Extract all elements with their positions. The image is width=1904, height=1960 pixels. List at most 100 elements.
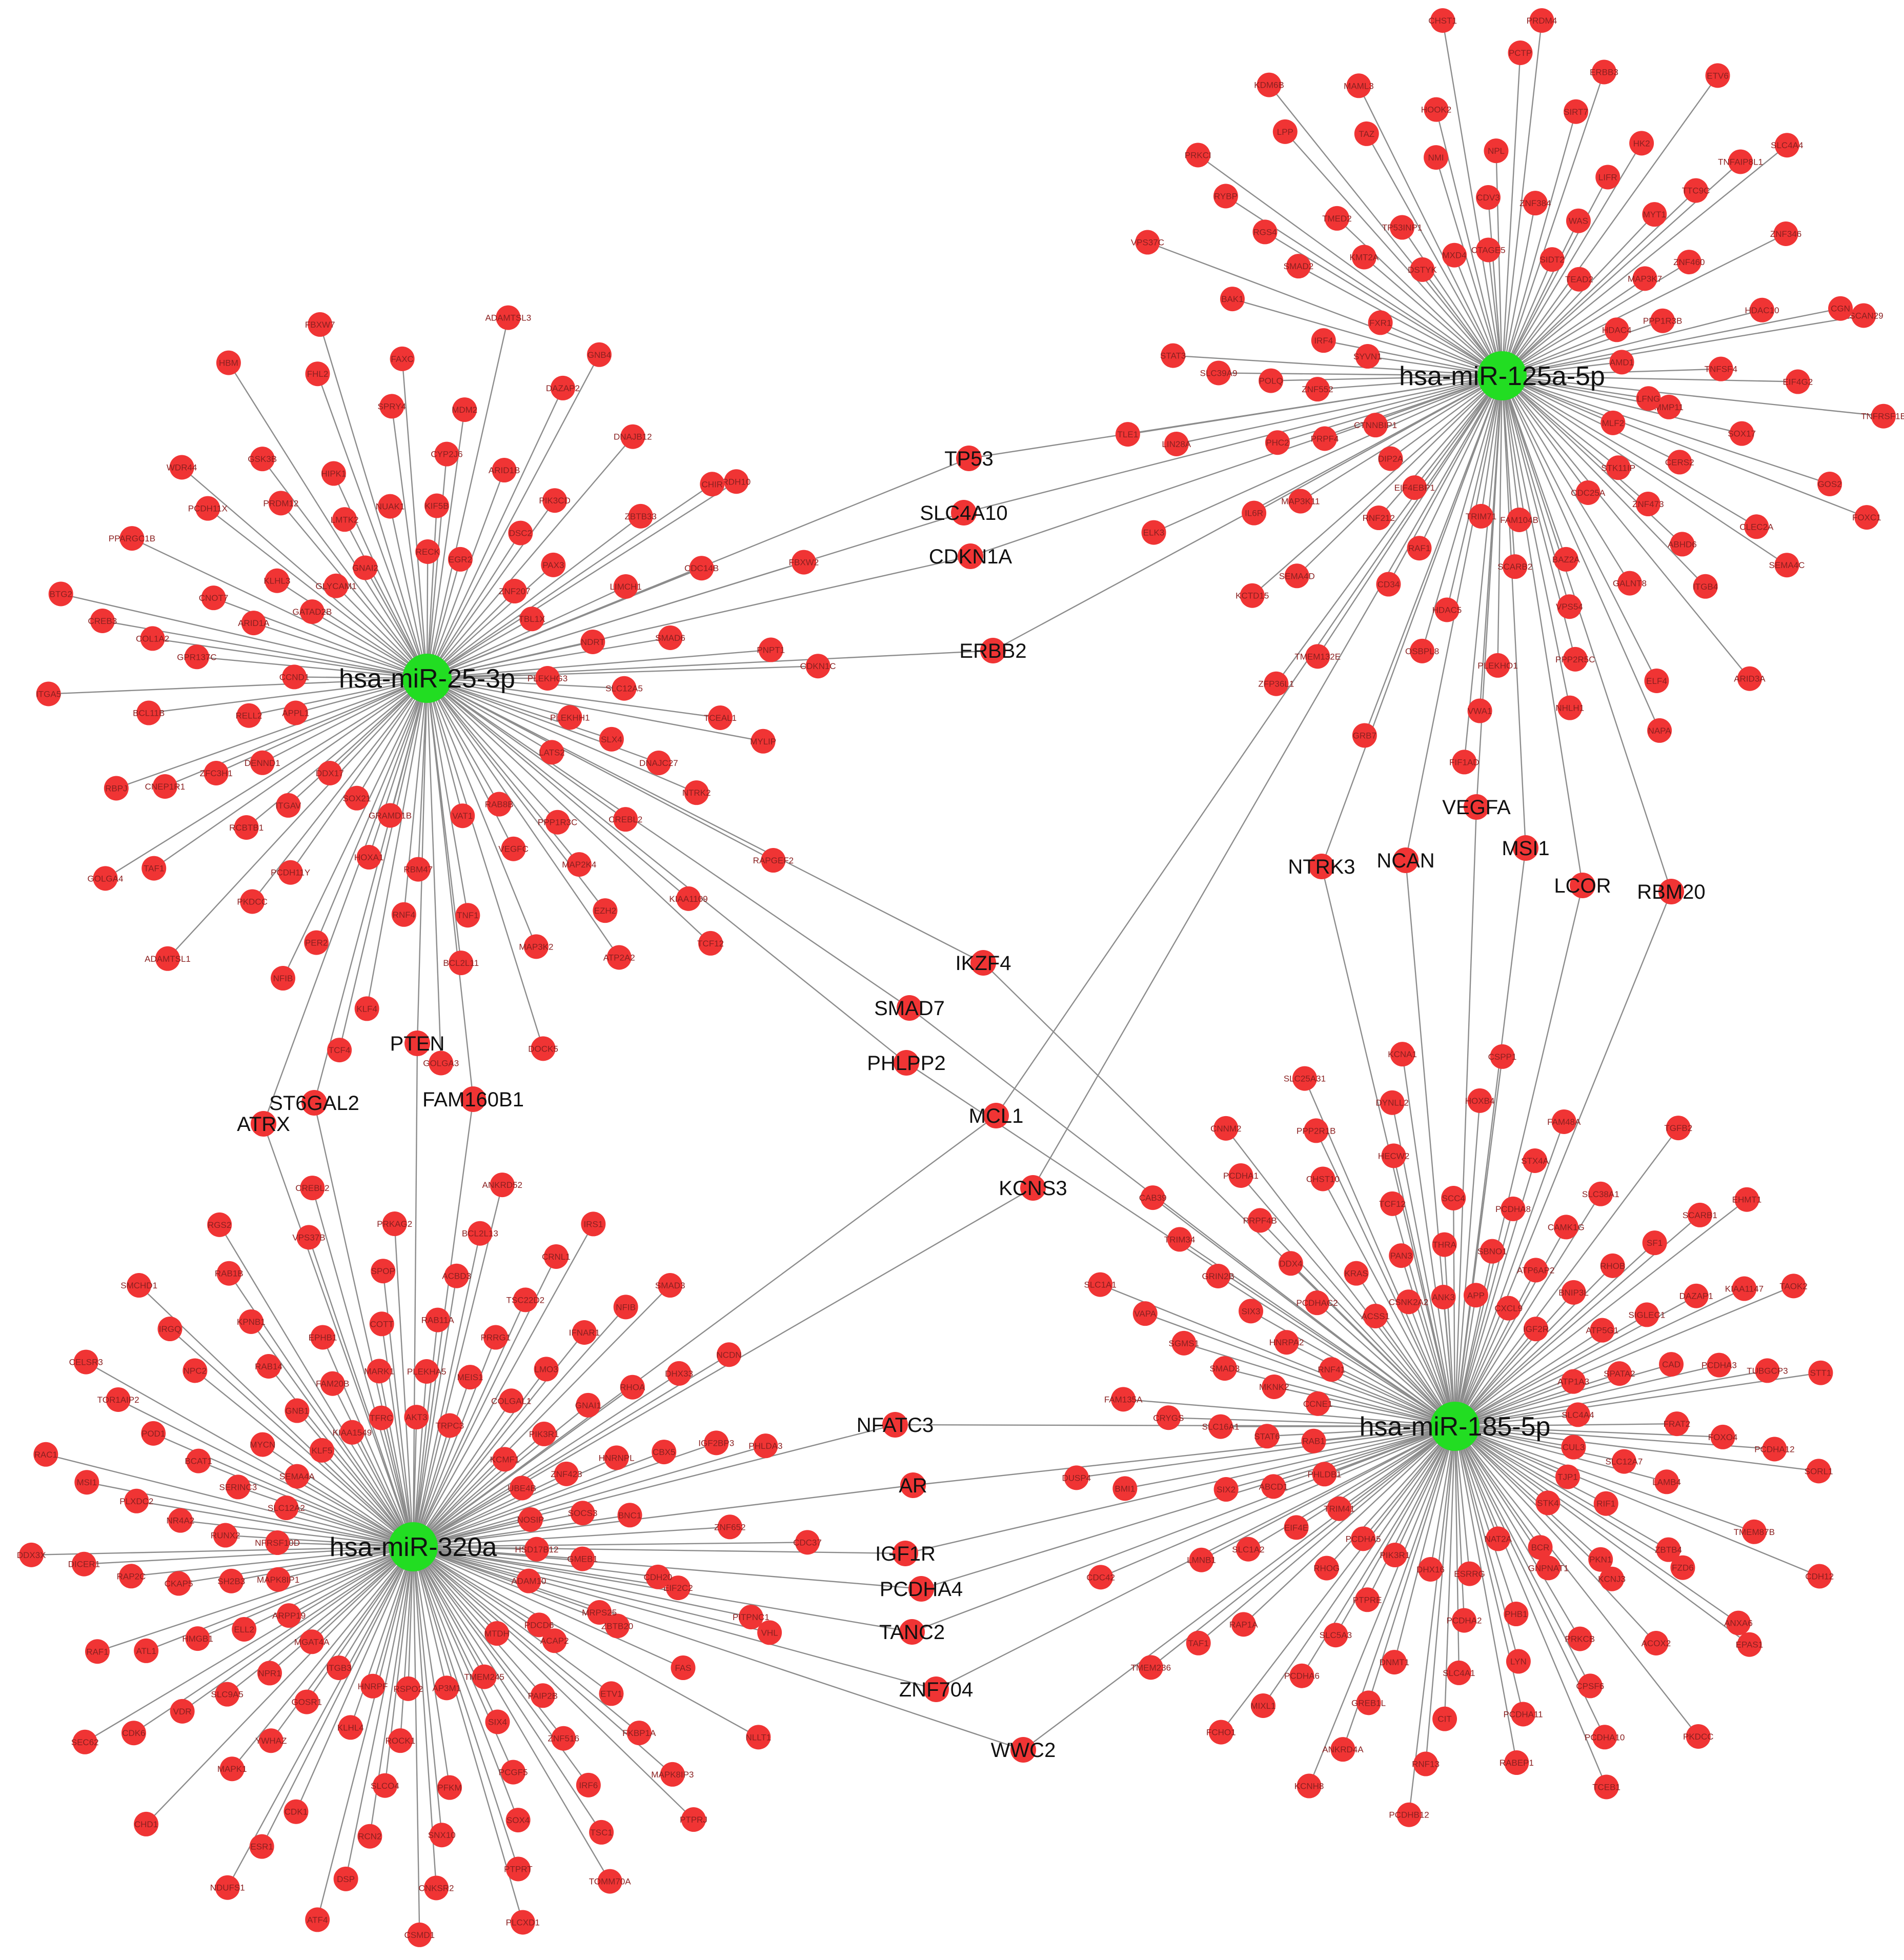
target-node[interactable]: WAS: [1566, 208, 1591, 233]
target-node[interactable]: HECW2: [1378, 1143, 1409, 1168]
target-node[interactable]: VHL: [757, 1620, 782, 1645]
target-node[interactable]: RYBP: [1213, 184, 1238, 209]
target-node[interactable]: LMNB1: [1187, 1547, 1216, 1572]
target-node[interactable]: VPS54: [1556, 594, 1583, 619]
target-node[interactable]: FAS: [671, 1655, 696, 1681]
target-node[interactable]: PAX3: [541, 552, 566, 577]
target-node[interactable]: DHX16: [1416, 1557, 1445, 1582]
target-node[interactable]: TNFRSF1B: [1861, 403, 1904, 429]
target-node[interactable]: KDM6B: [1254, 72, 1284, 97]
target-node[interactable]: DENND1: [245, 750, 280, 775]
target-node[interactable]: RAB1: [1301, 1428, 1326, 1453]
target-node[interactable]: RHOB: [1600, 1253, 1625, 1278]
target-node[interactable]: PNPT1: [757, 637, 785, 662]
target-node[interactable]: CNEP1R1: [145, 774, 185, 799]
target-node[interactable]: DIP2A: [1378, 446, 1404, 471]
target-node[interactable]: HMGB1: [182, 1626, 213, 1651]
shared-target-node[interactable]: VEGFA: [1442, 794, 1511, 820]
target-node[interactable]: LAMB4: [1652, 1469, 1681, 1494]
target-node[interactable]: STAT6: [1254, 1424, 1280, 1449]
target-node[interactable]: BCL11B: [133, 700, 165, 725]
target-node[interactable]: RAP2C: [117, 1564, 146, 1589]
target-node[interactable]: MAPK1: [217, 1756, 247, 1782]
shared-target-node[interactable]: MCL1: [969, 1103, 1024, 1128]
target-node[interactable]: MTDH: [484, 1621, 510, 1646]
shared-target-node[interactable]: MSI1: [1502, 835, 1550, 861]
target-node[interactable]: PIK3R1: [529, 1421, 559, 1446]
target-node[interactable]: GALNT8: [1613, 571, 1647, 596]
target-node[interactable]: SIDT2: [1540, 247, 1565, 272]
target-node[interactable]: FKBP1A: [622, 1721, 656, 1746]
target-node[interactable]: ACBD3: [442, 1263, 471, 1288]
shared-target-node[interactable]: TP53: [944, 446, 994, 471]
target-node[interactable]: ATF4: [305, 1907, 330, 1932]
target-node[interactable]: SNX10: [428, 1823, 456, 1848]
target-node[interactable]: IRF4: [1311, 328, 1336, 353]
target-node[interactable]: RBPJ: [104, 776, 129, 801]
target-node[interactable]: SCC4: [1441, 1186, 1466, 1211]
target-node[interactable]: DSC2: [508, 520, 533, 545]
target-node[interactable]: CKAP5: [165, 1571, 193, 1596]
target-node[interactable]: RGS4: [1252, 219, 1278, 245]
target-node[interactable]: NPL: [1484, 138, 1509, 164]
target-node[interactable]: SEC62: [71, 1729, 99, 1754]
target-node[interactable]: LIN28A: [1162, 431, 1191, 456]
target-node[interactable]: DHX33: [665, 1361, 693, 1386]
target-node[interactable]: SIX2: [1213, 1477, 1239, 1502]
target-node[interactable]: GNB4: [586, 342, 612, 367]
shared-target-node[interactable]: SMAD7: [874, 995, 945, 1021]
target-node[interactable]: CCNE1: [1303, 1391, 1333, 1416]
target-node[interactable]: ZNF460: [1673, 250, 1705, 275]
target-node[interactable]: TNFAIP8L1: [1718, 149, 1763, 174]
target-node[interactable]: VDR: [170, 1699, 195, 1724]
target-node[interactable]: FOXC1: [1852, 505, 1881, 530]
target-node[interactable]: CDH20: [644, 1564, 673, 1589]
target-node[interactable]: PPARGC1B: [109, 526, 155, 551]
target-node[interactable]: ABCD1: [1259, 1474, 1288, 1499]
target-node[interactable]: ARID1B: [489, 458, 520, 483]
target-node[interactable]: SPOP: [371, 1259, 396, 1284]
target-node[interactable]: NAT2A: [1484, 1526, 1512, 1551]
target-node[interactable]: MAP2K4: [562, 852, 596, 877]
target-node[interactable]: GNAI1: [575, 1392, 601, 1418]
shared-target-node[interactable]: ST6GAL2: [269, 1090, 359, 1116]
target-node[interactable]: CDC14B: [684, 556, 719, 581]
target-node[interactable]: SPATA2: [1604, 1361, 1635, 1386]
shared-target-node[interactable]: ATRX: [237, 1111, 290, 1137]
target-node[interactable]: KIAA1549: [333, 1420, 372, 1445]
target-node[interactable]: PTPRE: [1353, 1587, 1382, 1612]
target-node[interactable]: THRA: [1432, 1232, 1457, 1257]
target-node[interactable]: GSK3B: [248, 447, 277, 472]
target-node[interactable]: WDR44: [167, 455, 197, 480]
target-node[interactable]: SOX17: [1728, 421, 1756, 446]
target-node[interactable]: MGAT4A: [294, 1629, 330, 1654]
shared-target-node[interactable]: WWC2: [991, 1737, 1056, 1763]
target-node[interactable]: PIK3R1: [1380, 1543, 1410, 1568]
target-node[interactable]: TAF1: [1186, 1630, 1211, 1655]
target-node[interactable]: ZNF652: [714, 1514, 746, 1540]
target-node[interactable]: AMD1: [1609, 350, 1634, 375]
target-node[interactable]: PHLDB1: [1307, 1462, 1342, 1487]
target-node[interactable]: MAP3K2: [519, 934, 553, 959]
shared-target-node[interactable]: IGF1R: [875, 1541, 936, 1566]
target-node[interactable]: NPR1: [257, 1661, 282, 1686]
target-node[interactable]: FHL2: [305, 361, 330, 387]
target-node[interactable]: DOCK5: [528, 1036, 558, 1061]
target-node[interactable]: FAXC: [390, 346, 415, 371]
target-node[interactable]: FRAT2: [1664, 1411, 1691, 1437]
target-node[interactable]: PLEKHO1: [1477, 653, 1518, 678]
target-node[interactable]: DDX3X: [17, 1542, 46, 1567]
target-node[interactable]: IRF6: [576, 1772, 601, 1797]
target-node[interactable]: DICER1: [68, 1551, 100, 1577]
target-node[interactable]: GLYCAM1: [315, 573, 356, 598]
target-node[interactable]: NPC2: [183, 1358, 208, 1383]
target-node[interactable]: BAK1: [1220, 287, 1245, 312]
target-node[interactable]: MAP3K7: [1628, 266, 1662, 291]
target-node[interactable]: TRPC3: [435, 1413, 464, 1438]
target-node[interactable]: TBL1X: [519, 607, 545, 632]
target-node[interactable]: MDM2: [452, 397, 477, 422]
target-node[interactable]: DUSP4: [1062, 1465, 1091, 1490]
target-node[interactable]: SGMS1: [1169, 1330, 1200, 1356]
target-node[interactable]: NTRK2: [682, 780, 711, 805]
target-node[interactable]: RHOG: [1313, 1555, 1340, 1581]
